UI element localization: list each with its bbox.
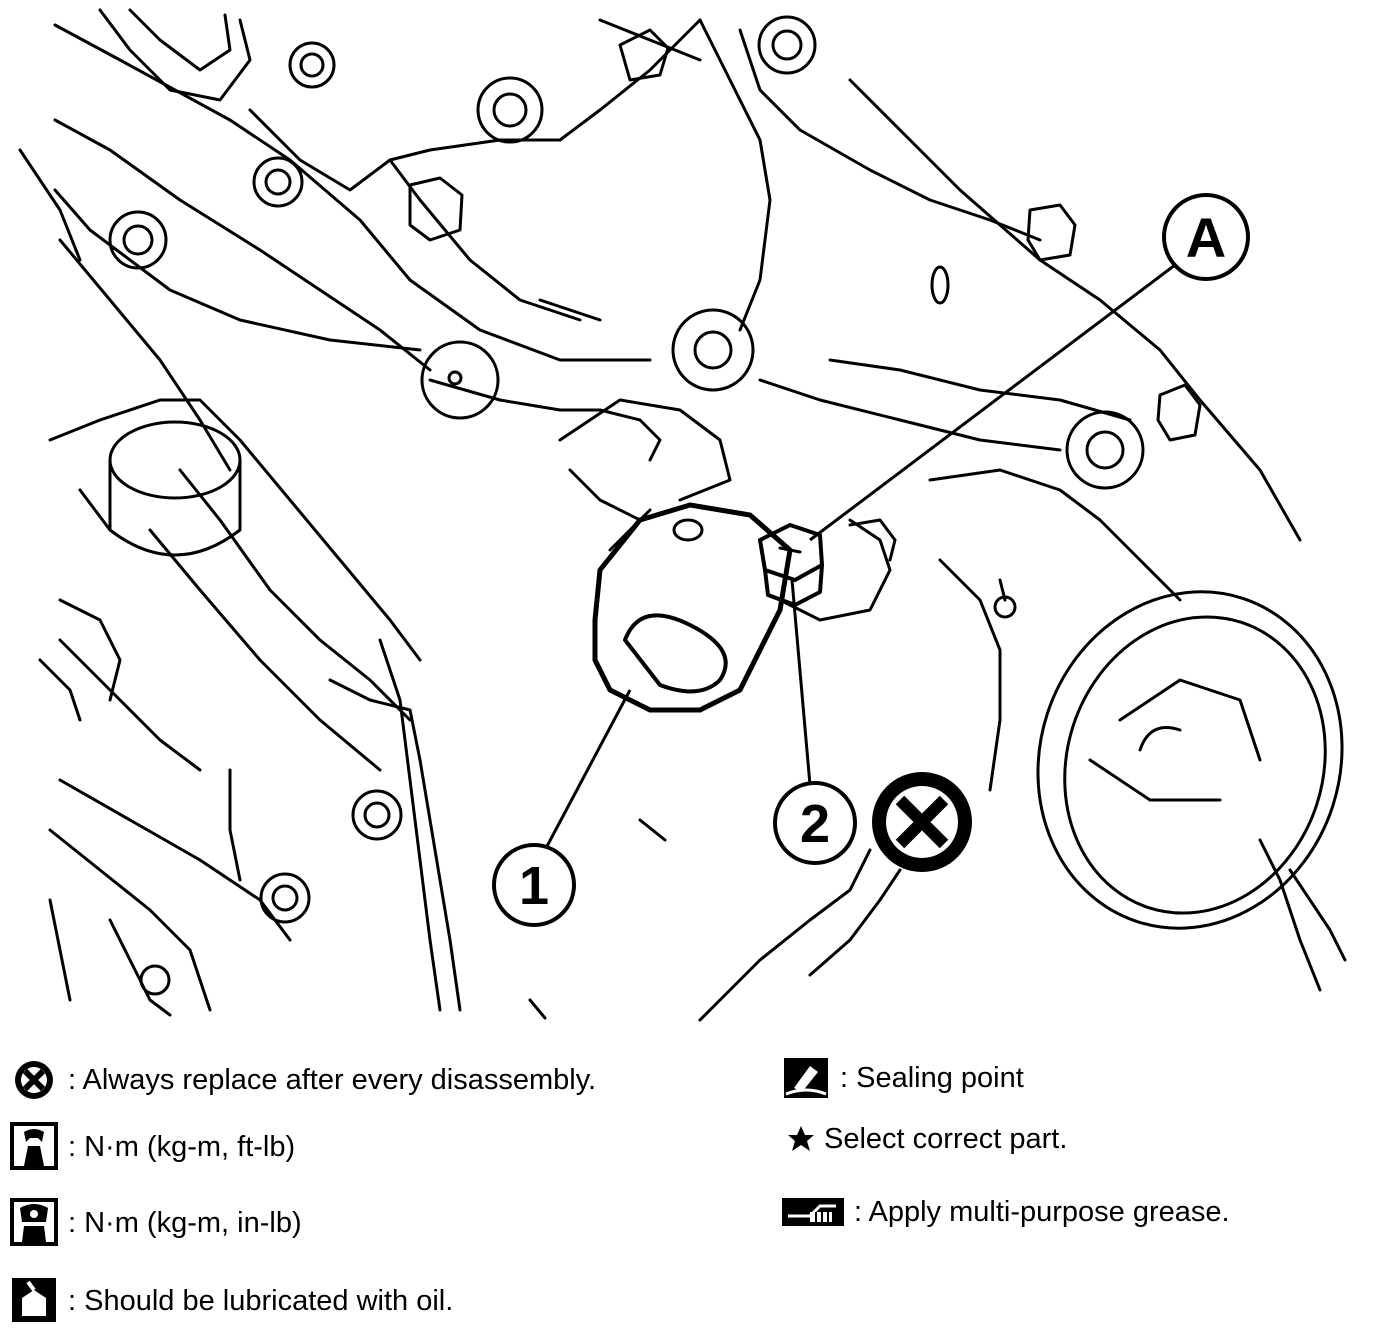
wrench-torque-dark-icon [8, 1198, 60, 1248]
leader-lines [543, 263, 1176, 851]
legend-replace-text: : Always replace after every disassembly… [68, 1063, 597, 1096]
legend-oil: : Should be lubricated with oil. [8, 1276, 453, 1326]
callout-point-a: A [1162, 193, 1250, 281]
engine-block-outline [18, 8, 1347, 1022]
oil-can-icon [8, 1276, 60, 1326]
callout-part-1: 1 [492, 843, 576, 927]
legend-grease-text: : Apply multi-purpose grease. [854, 1195, 1230, 1228]
engine-component-diagram: 1 2 A [18, 8, 1347, 1022]
sealing-icon [780, 1056, 832, 1100]
grease-gun-icon [780, 1196, 846, 1228]
replace-x-icon [872, 772, 972, 872]
legend-oil-text: : Should be lubricated with oil. [68, 1284, 454, 1317]
legend-select: Select correct part. [786, 1124, 1067, 1154]
legend-torque-in-text: : N·m (kg-m, in-lb) [68, 1206, 302, 1239]
legend-sealing: : Sealing point [780, 1056, 1024, 1100]
legend-torque-ft: : N·m (kg-m, ft-lb) [8, 1122, 295, 1172]
callout-part-2-label: 2 [800, 794, 830, 854]
callout-part-1-label: 1 [519, 856, 549, 916]
legend-torque-in: : N·m (kg-m, in-lb) [8, 1198, 302, 1248]
legend-grease: : Apply multi-purpose grease. [780, 1196, 1230, 1228]
legend-select-text: Select correct part. [824, 1122, 1068, 1155]
legend-sealing-text: : Sealing point [840, 1061, 1024, 1094]
replace-x-icon [8, 1060, 60, 1100]
wrench-torque-icon [8, 1122, 60, 1172]
callout-part-2: 2 [773, 781, 857, 865]
star-icon [786, 1124, 816, 1154]
callout-point-a-label: A [1186, 206, 1226, 269]
legend-torque-ft-text: : N·m (kg-m, ft-lb) [68, 1130, 296, 1163]
legend: : Always replace after every disassembly… [0, 1030, 1380, 1330]
legend-replace: : Always replace after every disassembly… [8, 1060, 596, 1100]
